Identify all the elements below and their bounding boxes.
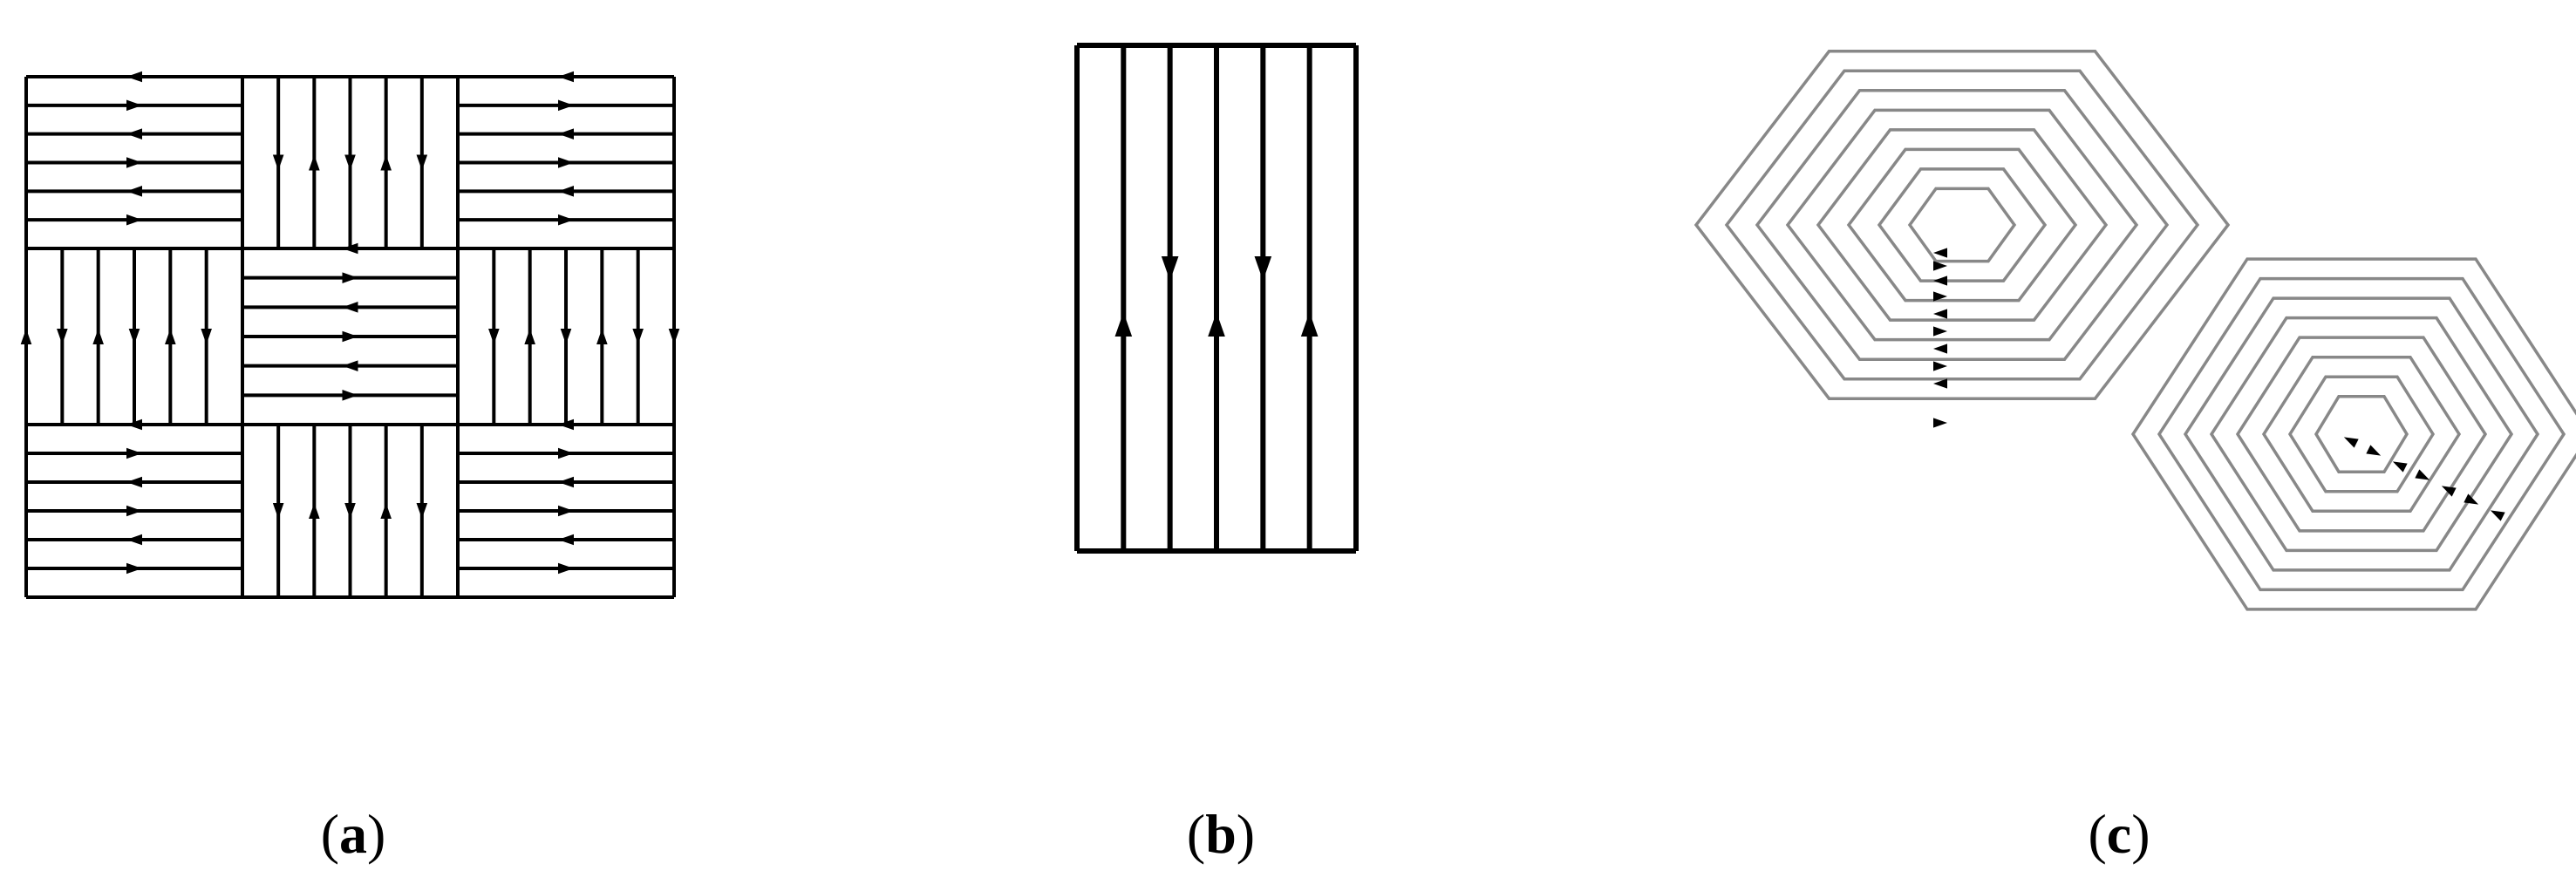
arrowhead-right bbox=[558, 157, 574, 168]
arrowhead-left bbox=[126, 186, 142, 197]
arrowhead-left bbox=[126, 128, 142, 139]
arrowhead-up bbox=[1208, 312, 1225, 337]
panel-c-hexagon-contour-diagram bbox=[1693, 50, 2576, 611]
arrowhead-down bbox=[668, 329, 680, 344]
hexagon-contour bbox=[1846, 147, 2078, 303]
caption-c: (c) bbox=[2088, 803, 2150, 865]
arrowhead-left bbox=[342, 360, 358, 371]
arrowhead-up bbox=[380, 503, 392, 519]
hexagon-contour bbox=[1877, 167, 2048, 282]
arrowhead-right bbox=[1933, 361, 1947, 371]
arrowhead-right bbox=[1933, 418, 1947, 428]
hexagon-contour bbox=[1816, 128, 2109, 322]
arrowhead-right bbox=[126, 505, 142, 517]
arrowhead-up bbox=[165, 329, 176, 344]
arrowhead-left bbox=[558, 71, 574, 83]
hexagon-contour bbox=[2130, 257, 2576, 611]
arrowhead-right bbox=[126, 99, 142, 112]
arrowhead-down bbox=[344, 154, 356, 171]
arrowhead-left bbox=[558, 418, 574, 431]
arrowhead bbox=[2441, 486, 2457, 497]
arrowhead-down bbox=[416, 503, 428, 519]
arrowhead-left bbox=[1933, 275, 1947, 286]
arrowhead bbox=[2392, 461, 2408, 473]
arrowhead-up bbox=[380, 154, 392, 171]
hexagon-contour bbox=[1724, 69, 2200, 381]
arrowhead-down bbox=[272, 154, 284, 171]
caption-a: (a) bbox=[320, 803, 386, 865]
arrowhead-left bbox=[126, 71, 142, 83]
arrowhead-down bbox=[57, 329, 68, 344]
arrowhead-right bbox=[558, 505, 574, 517]
arrowhead bbox=[2464, 493, 2479, 505]
arrowhead-left bbox=[126, 418, 142, 431]
arrowhead-up bbox=[309, 503, 320, 519]
arrowhead-right bbox=[342, 390, 358, 401]
arrowhead-down bbox=[272, 503, 284, 519]
arrowhead-down bbox=[344, 503, 356, 519]
arrowhead bbox=[2415, 469, 2430, 480]
arrowhead-down bbox=[1161, 256, 1179, 281]
hexagon-contour bbox=[1755, 89, 2170, 361]
arrowhead-up bbox=[20, 329, 32, 344]
hexagon-contour bbox=[1693, 50, 2231, 400]
arrowhead-left bbox=[558, 534, 574, 546]
arrowhead-right bbox=[126, 562, 142, 575]
hexagon-contour bbox=[2287, 375, 2436, 493]
hexagon-contour bbox=[1907, 187, 2017, 263]
arrowhead-left bbox=[558, 128, 574, 139]
arrowhead-right bbox=[1933, 291, 1947, 302]
hexagon-contour bbox=[2183, 296, 2540, 572]
arrowhead-up bbox=[92, 329, 104, 344]
arrowhead-left bbox=[126, 476, 142, 488]
arrowhead-down bbox=[128, 329, 140, 344]
panel-b-zigzag-diagram bbox=[1074, 43, 1359, 554]
hexagon-contour bbox=[1785, 108, 2139, 342]
arrowhead-right bbox=[1933, 326, 1947, 337]
arrowhead-up bbox=[1114, 312, 1133, 337]
arrowhead-left bbox=[342, 242, 358, 255]
hexagon-contour bbox=[2209, 316, 2514, 553]
caption-b: (b) bbox=[1186, 803, 1256, 865]
hexagon-contour bbox=[2261, 355, 2462, 514]
panel-a-checkerboard-diagram bbox=[20, 71, 680, 599]
arrowhead-left bbox=[558, 476, 574, 488]
arrowhead bbox=[2366, 445, 2382, 456]
arrowhead-left bbox=[558, 186, 574, 197]
arrowhead-down bbox=[201, 329, 212, 344]
arrowhead-right bbox=[558, 447, 574, 459]
arrowhead bbox=[2490, 510, 2505, 521]
arrowhead-up bbox=[1300, 312, 1319, 337]
arrowhead-down bbox=[560, 329, 572, 344]
arrowhead-up bbox=[524, 329, 535, 344]
arrowhead-right bbox=[126, 447, 142, 459]
arrowhead-left bbox=[1933, 378, 1947, 389]
arrowhead-right bbox=[342, 330, 358, 343]
arrowhead-left bbox=[1933, 248, 1947, 258]
arrowhead-up bbox=[309, 154, 320, 171]
arrowhead-left bbox=[342, 302, 358, 313]
arrowhead-right bbox=[1933, 261, 1947, 271]
arrowhead-right bbox=[126, 157, 142, 168]
arrowhead-right bbox=[342, 272, 358, 283]
arrowhead-down bbox=[488, 329, 500, 344]
arrowhead-left bbox=[126, 534, 142, 546]
arrowhead-left bbox=[1933, 343, 1947, 354]
hexagon-contour bbox=[2157, 276, 2566, 592]
arrowhead-right bbox=[558, 214, 574, 226]
arrowhead-right bbox=[558, 99, 574, 112]
arrowhead-right bbox=[126, 214, 142, 226]
hexagon-contour bbox=[2235, 336, 2488, 533]
arrowhead-down bbox=[416, 154, 428, 171]
hexagon-contour bbox=[2314, 394, 2409, 474]
arrowhead-right bbox=[558, 562, 574, 575]
arrowhead-up bbox=[596, 329, 608, 344]
arrowhead-down bbox=[632, 329, 644, 344]
arrowhead-down bbox=[1254, 256, 1272, 281]
arrowhead bbox=[2343, 437, 2359, 448]
arrowhead-left bbox=[1933, 309, 1947, 319]
